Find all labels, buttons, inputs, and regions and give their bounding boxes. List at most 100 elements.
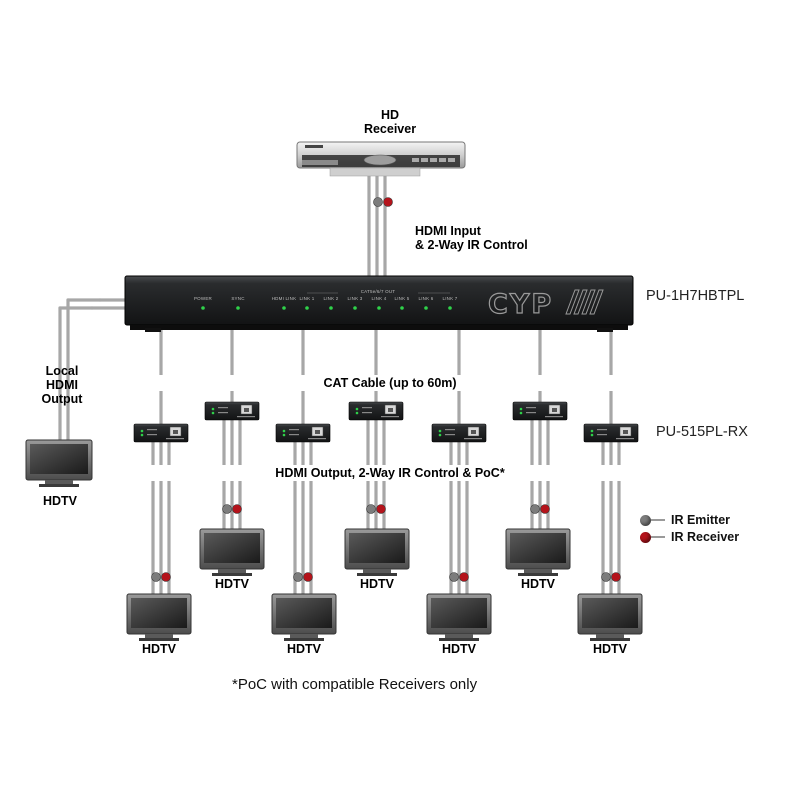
link-led [438, 433, 442, 437]
stb-button [439, 158, 446, 162]
rj45-jack [315, 430, 320, 434]
led-label: SYNC [231, 296, 245, 301]
tv-screen [349, 533, 405, 563]
rj45-jack [471, 430, 476, 434]
receiver-unit [583, 423, 639, 443]
led-text-mark [597, 429, 607, 431]
hdtv-icon [199, 528, 265, 576]
ir-receiver-icon [383, 197, 393, 207]
port-text-mark [308, 438, 326, 440]
ir-emitter-icon [366, 504, 376, 514]
led-text-mark [218, 407, 228, 409]
stb-button [448, 158, 455, 162]
port-text-mark [464, 438, 482, 440]
port-text-mark [166, 438, 184, 440]
power-led [590, 429, 594, 433]
status-led [377, 306, 381, 310]
tv-base [139, 638, 179, 641]
status-led [305, 306, 309, 310]
receiver-unit [133, 423, 189, 443]
led-label: HDMI LINK [271, 296, 297, 301]
legend-receiver: IR Receiver [640, 530, 739, 544]
power-led [355, 407, 359, 411]
led-text-mark [445, 429, 455, 431]
ir-receiver-icon [376, 504, 386, 514]
transmitter-device: CYP [124, 275, 634, 332]
power-led [438, 429, 442, 433]
source-label-line2: Receiver [363, 122, 417, 136]
led-text-mark [289, 434, 299, 436]
hdtv-label: HDTV [441, 642, 477, 656]
tv-screen [582, 598, 638, 628]
hdtv-label: HDTV [141, 642, 177, 656]
rj45-jack [388, 408, 393, 412]
transmitter-model: PU-1H7HBTPL [646, 288, 745, 304]
receiver-unit [204, 401, 260, 421]
transmitter-foot [145, 328, 161, 332]
led-label: LINK 5 [394, 296, 410, 301]
power-led [140, 429, 144, 433]
tv-stand [145, 634, 173, 639]
hd-receiver-device [296, 141, 466, 177]
receiver-model: PU-515PL-RX [656, 424, 748, 440]
tv-base [439, 638, 479, 641]
legend-dash [651, 519, 665, 521]
tv-base [284, 638, 324, 641]
port-text-mark [616, 438, 634, 440]
stb-display [302, 160, 338, 165]
stb-button [412, 158, 419, 162]
logo-slash [565, 289, 580, 315]
led-label: LINK 1 [299, 296, 315, 301]
led-label: POWER [193, 296, 212, 301]
stb-button [421, 158, 428, 162]
tv-base [518, 573, 558, 576]
status-led [448, 306, 452, 310]
ir-receiver-icon [459, 572, 469, 582]
status-led [201, 306, 205, 310]
led-label: LINK 7 [442, 296, 458, 301]
source-label-line1: HD [380, 108, 400, 122]
tv-base [212, 573, 252, 576]
hdtv-icon [126, 593, 192, 641]
ir-receiver-icon [303, 572, 313, 582]
led-text-mark [362, 407, 372, 409]
link-led [590, 433, 594, 437]
led-text-mark [147, 429, 157, 431]
hdtv-icon [344, 528, 410, 576]
receiver-unit [348, 401, 404, 421]
legend-emitter: IR Emitter [640, 513, 730, 527]
power-led [211, 407, 215, 411]
ir-emitter-icon [151, 572, 161, 582]
tv-screen [510, 533, 566, 563]
rj45-jack [173, 430, 178, 434]
status-led [353, 306, 357, 310]
ir-receiver-icon [161, 572, 171, 582]
label-mask [126, 465, 638, 481]
tv-stand [445, 634, 473, 639]
status-led [329, 306, 333, 310]
logo-slash [589, 289, 604, 315]
logo-slash [581, 289, 596, 315]
led-text-mark [289, 429, 299, 431]
led-label: LINK 6 [418, 296, 434, 301]
cyp-logo: CYP [488, 289, 553, 320]
local-output-line3: Output [41, 392, 83, 406]
tv-stand [45, 480, 73, 485]
hdtv-label: HDTV [520, 577, 556, 591]
ir-emitter-icon [530, 504, 540, 514]
stb-label [305, 145, 323, 148]
hdtv-icon [271, 593, 337, 641]
led-text-mark [526, 412, 536, 414]
rj45-jack [623, 430, 628, 434]
hdtv-icon [577, 593, 643, 641]
hdtv-label: HDTV [286, 642, 322, 656]
hdtv-icon [505, 528, 571, 576]
link-led [140, 433, 144, 437]
status-led [282, 306, 286, 310]
ir-emitter-icon [640, 514, 651, 526]
tv-base [590, 638, 630, 641]
input-label: HDMI Input & 2-Way IR Control [415, 224, 575, 252]
legend-receiver-text: IR Receiver [671, 530, 740, 544]
